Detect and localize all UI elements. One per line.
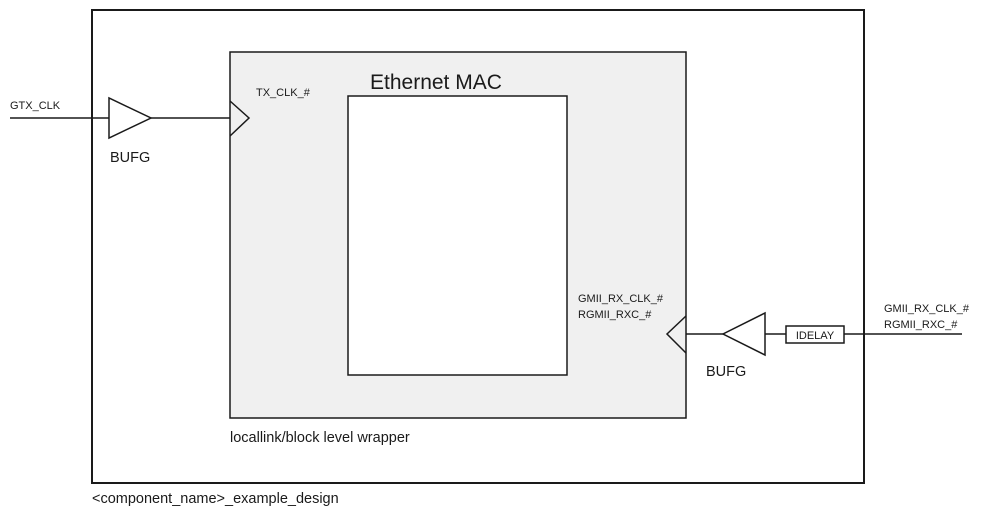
- ethernet-mac-block: [347, 95, 568, 376]
- example-design-label: <component_name>_example_design: [92, 491, 339, 507]
- tx-bufg-label: BUFG: [110, 150, 150, 166]
- idelay-label: IDELAY: [796, 330, 835, 342]
- gmii-rx-clk-input-label: GMII_RX_CLK_#: [884, 303, 970, 315]
- rgmii-rxc-input-label: RGMII_RXC_#: [884, 319, 958, 331]
- tx-clk-input-chevron-icon: [229, 100, 251, 137]
- wrapper-label: locallink/block level wrapper: [230, 430, 410, 446]
- rgmii-rxc-port-label: RGMII_RXC_#: [578, 309, 652, 321]
- rx-clk-input-chevron-icon: [665, 315, 687, 354]
- tx-clk-port-label: TX_CLK_#: [256, 87, 311, 99]
- ethernet-mac-title: Ethernet MAC: [370, 71, 502, 94]
- tx-bufg-buffer-icon: [108, 96, 153, 140]
- rx-bufg-label: BUFG: [706, 364, 746, 380]
- gmii-rx-clk-port-label: GMII_RX_CLK_#: [578, 293, 664, 305]
- gtx-clk-label: GTX_CLK: [10, 100, 61, 112]
